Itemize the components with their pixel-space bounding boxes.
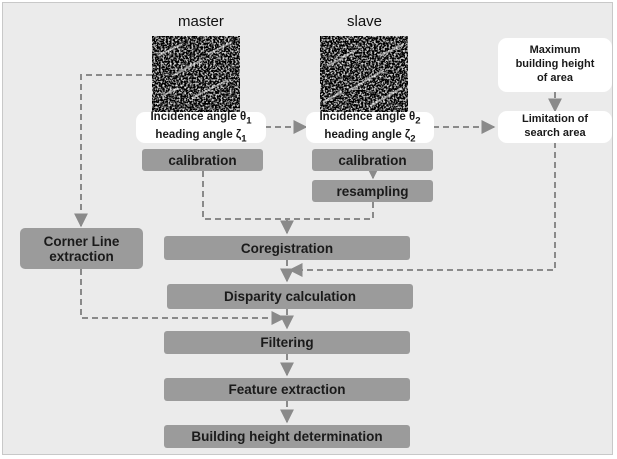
max-height-line3: of area <box>536 71 574 84</box>
disparity-calculation-box: Disparity calculation <box>167 284 413 309</box>
coregistration-box: Coregistration <box>164 236 410 260</box>
slave-heading-text: heading angle ζ <box>324 128 411 141</box>
slave-incidence-sub: 2 <box>415 115 421 127</box>
calibration-slave-box: calibration <box>312 149 433 171</box>
corner-line-line1: Corner Line <box>43 233 120 249</box>
edge-master-to-cornerline <box>74 74 152 228</box>
master-angles-box: Incidence angle θ1 heading angle ζ1 <box>136 111 266 144</box>
calibration-master-box: calibration <box>142 149 263 171</box>
corner-line-extraction-box: Corner Line extraction <box>20 228 143 269</box>
edge-resampling-to-coreg <box>287 202 374 220</box>
edge-limitation-to-disparity <box>288 142 556 277</box>
master-label: master <box>178 13 224 30</box>
slave-label: slave <box>347 13 383 30</box>
master-heading-sub: 1 <box>241 132 247 144</box>
building-height-determination-box: Building height determination <box>164 425 410 448</box>
filtering-box: Filtering <box>164 331 410 354</box>
master-incidence-text: Incidence angle θ <box>150 111 247 124</box>
slave-incidence-text: Incidence angle θ <box>319 111 416 124</box>
slave-angles-box: Incidence angle θ2 heading angle ζ2 <box>306 111 434 144</box>
master-heading-text: heading angle ζ <box>155 128 242 141</box>
max-height-line1: Maximum <box>529 44 581 57</box>
feature-extraction-box: Feature extraction <box>164 378 410 401</box>
resampling-box: resampling <box>312 180 433 202</box>
max-height-line2: building height <box>515 58 595 71</box>
corner-line-line2: extraction <box>49 248 114 264</box>
edge-cornerline-to-filtering <box>80 269 286 325</box>
limitation-search-area-box: Limitation of search area <box>498 111 612 143</box>
edge-calmaster-to-coreg <box>202 171 287 220</box>
limitation-line1: Limitation of <box>522 113 588 126</box>
master-incidence-sub: 1 <box>246 115 252 127</box>
max-building-height-box: Maximum building height of area <box>498 38 612 92</box>
limitation-line2: search area <box>524 127 586 139</box>
slave-heading-sub: 2 <box>410 132 416 144</box>
master-sar-image <box>152 36 240 112</box>
slave-sar-image <box>320 36 408 112</box>
